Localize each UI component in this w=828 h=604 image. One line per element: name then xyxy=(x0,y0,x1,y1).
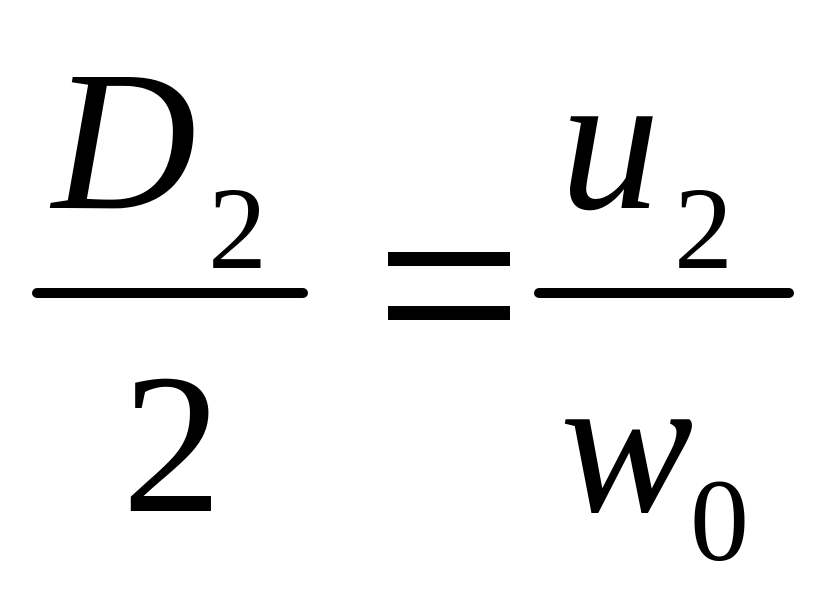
right-numerator-subscript: 2 xyxy=(674,163,733,294)
equals-top-bar xyxy=(388,252,510,266)
left-numerator-symbol: D xyxy=(52,31,197,252)
right-denominator-symbol: w xyxy=(560,334,694,555)
right-denominator-subscript: 0 xyxy=(690,455,749,586)
left-fraction-bar xyxy=(32,288,308,298)
left-numerator-subscript: 2 xyxy=(208,163,267,294)
right-fraction: u 2 w 0 xyxy=(532,0,794,604)
right-fraction-bar xyxy=(534,288,794,298)
left-denominator-symbol: 2 xyxy=(122,334,222,555)
left-fraction: D 2 2 xyxy=(30,0,310,604)
equals-bottom-bar xyxy=(388,306,510,320)
equals-sign xyxy=(388,252,510,320)
right-numerator-symbol: u xyxy=(560,31,660,252)
